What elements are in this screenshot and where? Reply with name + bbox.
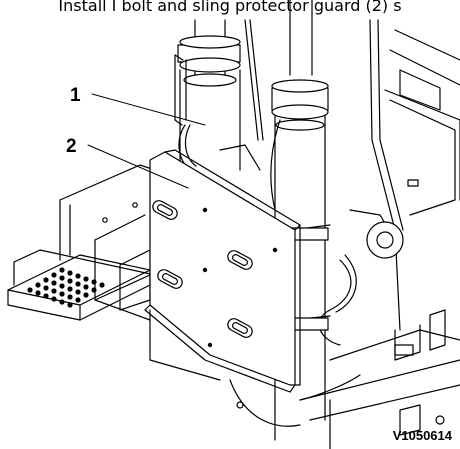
hydraulic-cylinder-right <box>244 0 331 441</box>
leader-line-1 <box>91 93 206 126</box>
machine-frame-right <box>318 19 460 346</box>
callout-2-label: 2 <box>66 136 77 157</box>
callout-1-label: 1 <box>70 85 81 106</box>
sling-protector-guard <box>144 149 361 427</box>
figure-id: V1050614 <box>392 428 452 443</box>
leader-line-2 <box>87 144 189 189</box>
instruction-caption: Install I bolt and sling protector guard… <box>58 0 402 15</box>
guard-slot-holes <box>152 200 253 338</box>
hydraulic-cylinder-left <box>174 19 241 176</box>
access-step <box>7 249 156 321</box>
lower-right-deck <box>299 309 460 449</box>
